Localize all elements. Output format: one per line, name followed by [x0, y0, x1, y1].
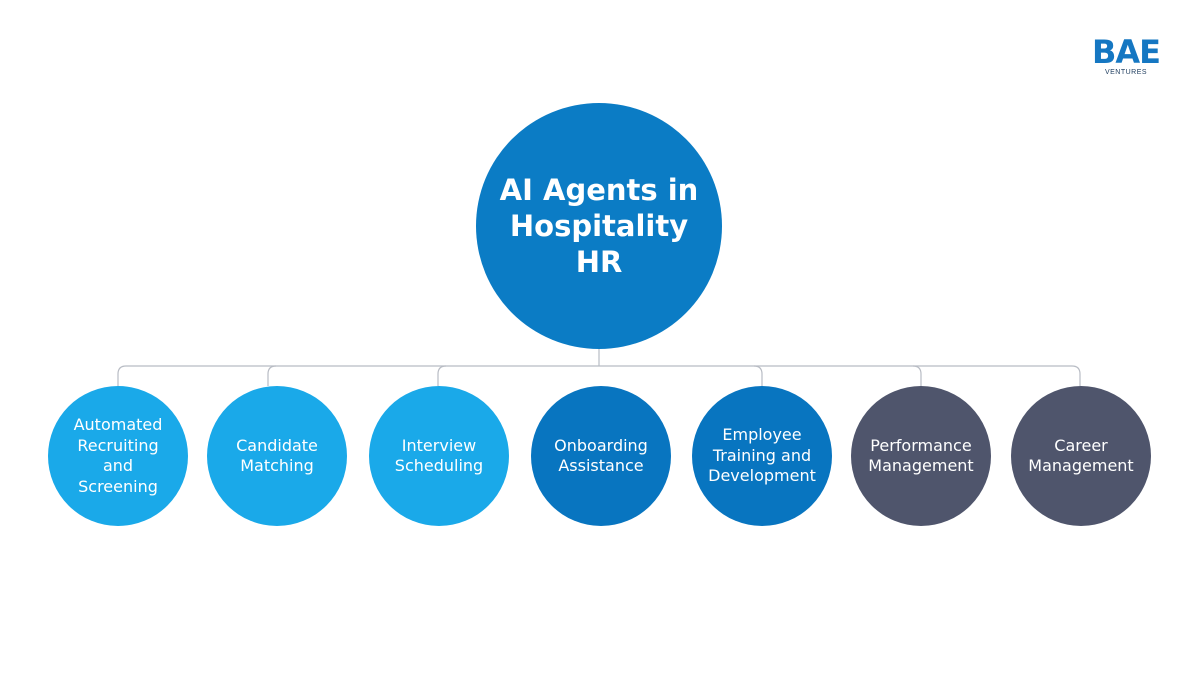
branch-drop-6 [912, 365, 922, 386]
branch-drop-7 [1071, 365, 1081, 386]
bae-ventures-logo: BAE VENTURES [1084, 36, 1168, 80]
node-label: Employee Training and Development [708, 425, 816, 486]
node-career-management: Career Management [1011, 386, 1151, 526]
root-title: AI Agents in Hospitality HR [499, 173, 699, 279]
node-onboarding-assistance: Onboarding Assistance [531, 386, 671, 526]
node-label: Automated Recruiting and Screening [73, 415, 163, 496]
node-label: Onboarding Assistance [554, 435, 648, 476]
logo-subtitle: VENTURES [1104, 69, 1148, 76]
branch-drop-2 [267, 365, 277, 386]
node-candidate-matching: Candidate Matching [207, 386, 347, 526]
node-label: Candidate Matching [236, 435, 318, 476]
node-interview-scheduling: Interview Scheduling [369, 386, 509, 526]
node-employee-training: Employee Training and Development [692, 386, 832, 526]
node-performance-management: Performance Management [851, 386, 991, 526]
node-label: Career Management [1028, 435, 1134, 476]
node-automated-recruiting: Automated Recruiting and Screening [48, 386, 188, 526]
logo-mark: BAE [1091, 33, 1161, 71]
branch-drop-1 [117, 365, 127, 386]
node-label: Performance Management [868, 435, 974, 476]
branch-drop-5 [753, 365, 763, 386]
branch-drop-3 [437, 365, 447, 386]
root-node: AI Agents in Hospitality HR [476, 103, 722, 349]
node-label: Interview Scheduling [394, 435, 484, 476]
